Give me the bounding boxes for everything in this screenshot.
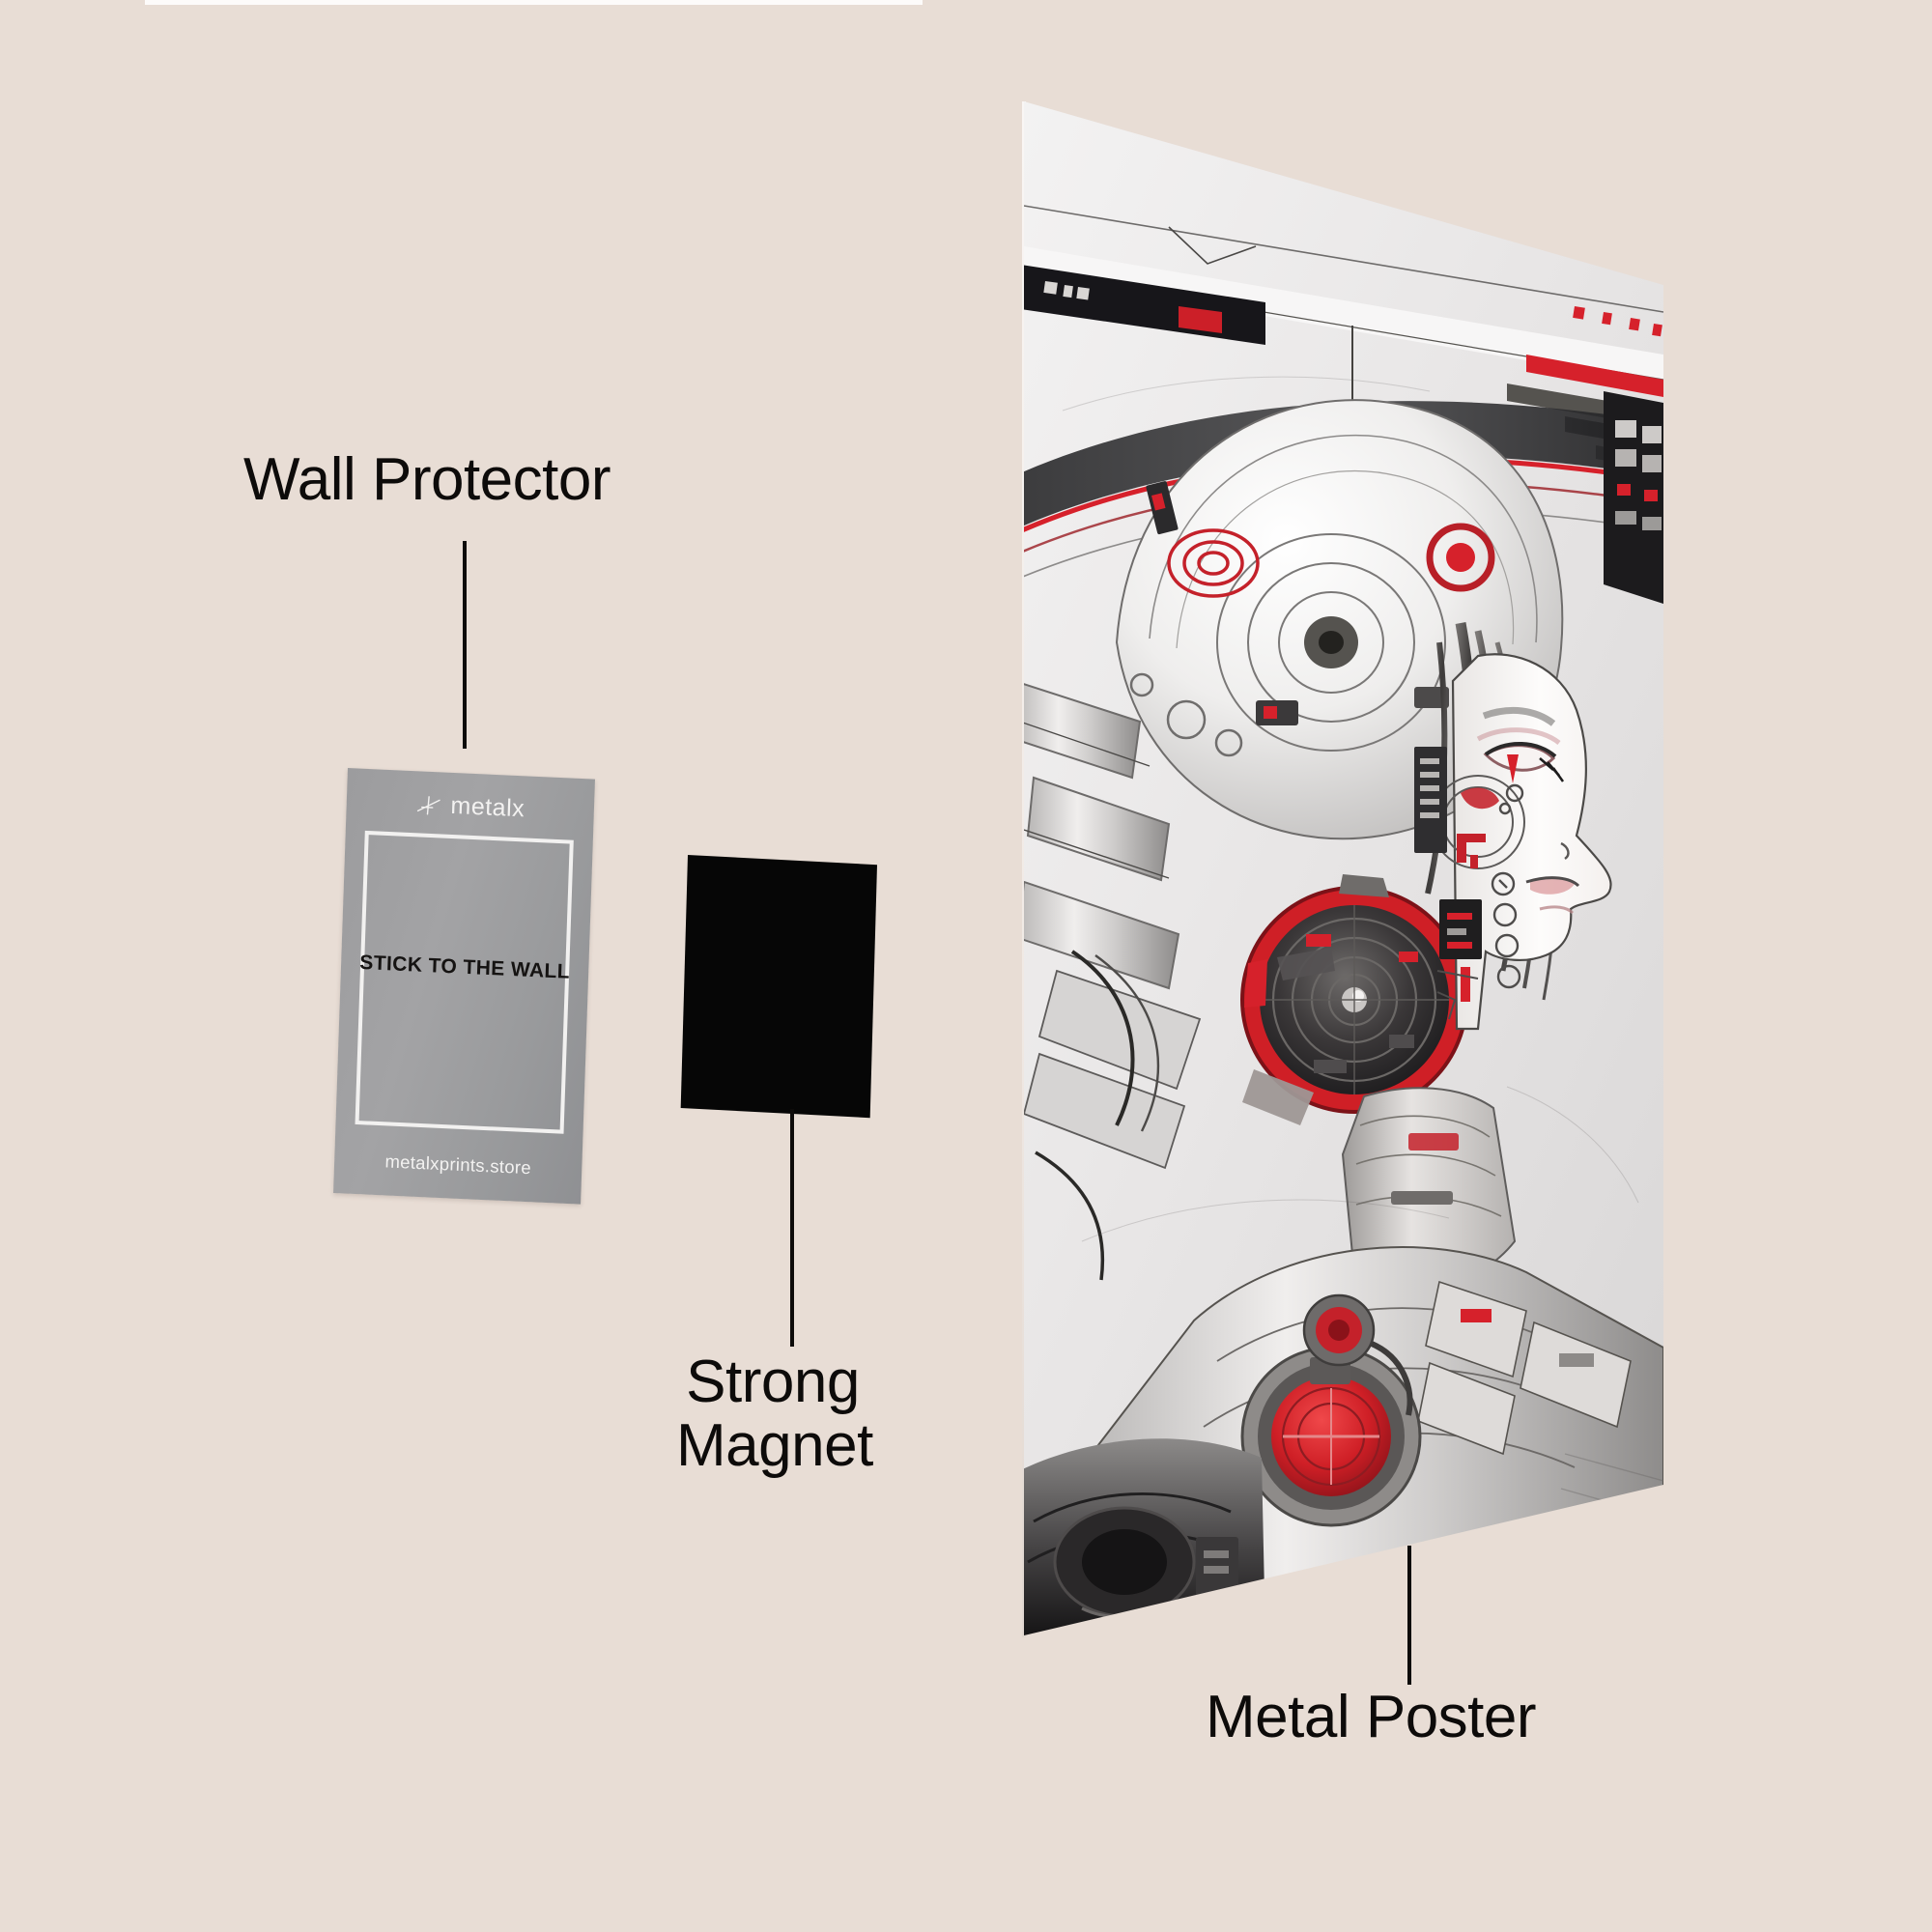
poster-art-surface [1024, 101, 1663, 1635]
wall-protector-card[interactable]: metalx STICK TO THE WALL metalxprints.st… [333, 768, 595, 1205]
callout-label-metal-poster: Metal Poster [1206, 1684, 1537, 1750]
wall-protector-brand-text: metalx [450, 791, 526, 823]
strong-magnet-tile[interactable] [680, 855, 877, 1119]
callout-label-wall-protector: Wall Protector [243, 446, 611, 513]
wall-protector-store-url: metalxprints.store [384, 1151, 532, 1179]
callout-label-strong-magnet: Strong Magnet [676, 1349, 873, 1479]
leader-line-metal-poster [1407, 1546, 1411, 1685]
metal-poster-artwork[interactable] [1024, 101, 1663, 1635]
leader-line-wall-protector [463, 541, 467, 749]
top-white-strip [145, 0, 923, 5]
wall-protector-logo-row: metalx [346, 789, 594, 825]
metalx-cross-icon [416, 795, 440, 815]
leader-line-strong-magnet [790, 1109, 794, 1347]
